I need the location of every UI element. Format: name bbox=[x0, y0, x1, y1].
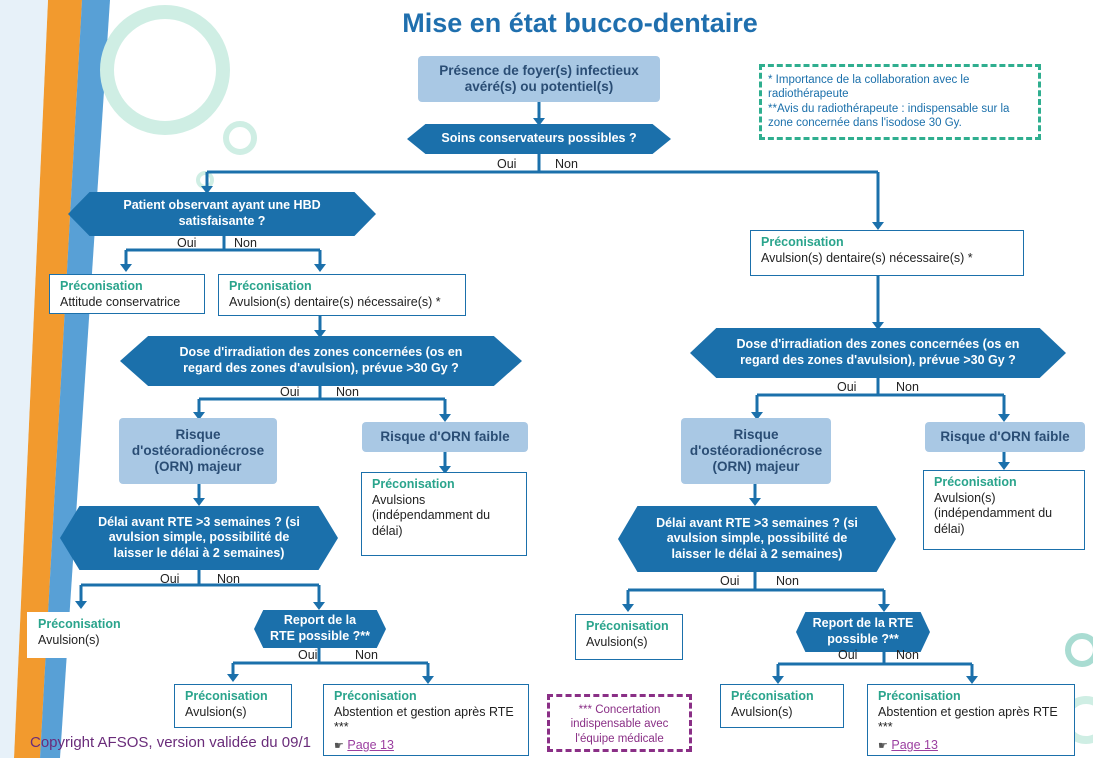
preco-text: Avulsions (indépendamment du délai) bbox=[372, 492, 491, 538]
decision-dose-label: Dose d'irradiation des zones concernées … bbox=[736, 337, 1020, 367]
preco-avulsions-right: Préconisation Avulsion(s) dentaire(s) né… bbox=[750, 230, 1024, 276]
preco-text: Avulsion(s) bbox=[586, 634, 648, 649]
decision-report-right: Report de la RTE possible ?** bbox=[796, 612, 930, 652]
preco-avulsions-independantes-right: Préconisation Avulsion(s) (indépendammen… bbox=[923, 470, 1085, 550]
non-label: Non bbox=[896, 380, 919, 394]
decision-soins-label: Soins conservateurs possibles ? bbox=[441, 131, 637, 146]
preco-heading: Préconisation bbox=[878, 689, 961, 703]
page-link-row: ☛ Page 13 bbox=[878, 738, 1064, 754]
preco-text: Attitude conservatrice bbox=[60, 294, 181, 309]
preco-heading: Préconisation bbox=[934, 475, 1017, 489]
preco-attitude-conservatrice: Préconisation Attitude conservatrice bbox=[49, 274, 205, 314]
page-13-link[interactable]: Page 13 bbox=[891, 737, 938, 752]
page-link-row: ☛ Page 13 bbox=[334, 738, 518, 754]
decision-patient-label: Patient observant ayant une HBD satisfai… bbox=[123, 198, 321, 228]
decision-soins-conservateurs: Soins conservateurs possibles ? bbox=[407, 124, 671, 154]
preco-heading: Préconisation bbox=[586, 619, 669, 633]
preco-avulsion-report-left: Préconisation Avulsion(s) bbox=[174, 684, 292, 728]
preco-text: Avulsion(s) (indépendamment du délai) bbox=[934, 490, 1053, 536]
decision-delai-left: Délai avant RTE >3 semaines ? (si avulsi… bbox=[60, 506, 338, 570]
oui-label: Oui bbox=[837, 380, 857, 394]
preco-avulsions-independantes-left: Préconisation Avulsions (indépendamment … bbox=[361, 472, 527, 556]
oui-label: Oui bbox=[160, 572, 180, 586]
page-13-link[interactable]: Page 13 bbox=[347, 737, 394, 752]
decision-dose-label: Dose d'irradiation des zones concernées … bbox=[179, 345, 463, 375]
circle-decor bbox=[223, 121, 257, 155]
decision-delai-right: Délai avant RTE >3 semaines ? (si avulsi… bbox=[618, 506, 896, 572]
decision-patient-hbd: Patient observant ayant une HBD satisfai… bbox=[68, 192, 376, 236]
hand-pointing-icon: ☛ bbox=[334, 739, 344, 752]
risque-majeur-right: Risque d'ostéoradionécrose (ORN) majeur bbox=[681, 418, 831, 484]
note-concertation: *** Concertation indispensable avec l'éq… bbox=[547, 694, 692, 752]
note-collab-line2: **Avis du radiothérapeute : indispensabl… bbox=[768, 102, 1010, 130]
copyright-text: Copyright AFSOS, version validée du 09/1 bbox=[30, 734, 311, 751]
arrowheads bbox=[75, 118, 1010, 684]
light-band-decor bbox=[0, 0, 48, 758]
preco-text: Avulsion(s) bbox=[731, 704, 793, 719]
circle-decor bbox=[100, 5, 230, 135]
non-label: Non bbox=[217, 572, 240, 586]
preco-heading: Préconisation bbox=[761, 235, 844, 249]
note-collaboration: * Importance de la collaboration avec le… bbox=[759, 64, 1041, 140]
non-label: Non bbox=[234, 236, 257, 250]
preco-text: Avulsion(s) bbox=[38, 632, 100, 647]
risque-majeur-left: Risque d'ostéoradionécrose (ORN) majeur bbox=[119, 418, 277, 484]
non-label: Non bbox=[776, 574, 799, 588]
preco-heading: Préconisation bbox=[334, 689, 417, 703]
preco-abstention-right: Préconisation Abstention et gestion aprè… bbox=[867, 684, 1075, 756]
preco-avulsion-report-right: Préconisation Avulsion(s) bbox=[720, 684, 844, 728]
preco-heading: Préconisation bbox=[372, 477, 455, 491]
oui-label: Oui bbox=[298, 648, 318, 662]
oui-label: Oui bbox=[838, 648, 858, 662]
decision-dose-right: Dose d'irradiation des zones concernées … bbox=[690, 328, 1066, 378]
blue-band-decor bbox=[40, 0, 110, 758]
non-label: Non bbox=[336, 385, 359, 399]
preco-heading: Préconisation bbox=[38, 617, 121, 631]
oui-label: Oui bbox=[497, 157, 517, 171]
oui-label: Oui bbox=[720, 574, 740, 588]
preco-text: Avulsion(s) dentaire(s) nécessaire(s) * bbox=[761, 250, 973, 265]
preco-avulsions-left: Préconisation Avulsion(s) dentaire(s) né… bbox=[218, 274, 466, 316]
decision-delai-label: Délai avant RTE >3 semaines ? (si avulsi… bbox=[98, 514, 300, 560]
connector-lines bbox=[79, 100, 1006, 680]
decision-delai-label: Délai avant RTE >3 semaines ? (si avulsi… bbox=[656, 515, 858, 561]
oui-label: Oui bbox=[177, 236, 197, 250]
preco-text: Abstention et gestion après RTE *** bbox=[334, 704, 514, 735]
preco-text: Avulsion(s) bbox=[185, 704, 247, 719]
start-box: Présence de foyer(s) infectieux avéré(s)… bbox=[418, 56, 660, 102]
decision-dose-left: Dose d'irradiation des zones concernées … bbox=[120, 336, 522, 386]
preco-abstention-left: Préconisation Abstention et gestion aprè… bbox=[323, 684, 529, 756]
decision-report-label: Report de la RTE possible ?** bbox=[269, 613, 371, 643]
non-label: Non bbox=[555, 157, 578, 171]
hand-pointing-icon: ☛ bbox=[878, 739, 888, 752]
circle-decor bbox=[196, 171, 214, 189]
preco-heading: Préconisation bbox=[60, 279, 143, 293]
preco-text: Avulsion(s) dentaire(s) nécessaire(s) * bbox=[229, 294, 441, 309]
oui-label: Oui bbox=[280, 385, 300, 399]
preco-avulsion-oui-right: Préconisation Avulsion(s) bbox=[575, 614, 683, 660]
preco-avulsion-oui-left: Préconisation Avulsion(s) bbox=[27, 612, 133, 658]
circle-decor bbox=[1065, 633, 1093, 667]
non-label: Non bbox=[896, 648, 919, 662]
preco-text: Abstention et gestion après RTE *** bbox=[878, 704, 1058, 735]
decision-report-label: Report de la RTE possible ?** bbox=[812, 616, 914, 646]
risque-faible-left: Risque d'ORN faible bbox=[362, 422, 528, 452]
preco-heading: Préconisation bbox=[229, 279, 312, 293]
orange-band-decor bbox=[14, 0, 82, 758]
non-label: Non bbox=[355, 648, 378, 662]
page-title: Mise en état bucco-dentaire bbox=[402, 8, 758, 38]
note-collab-line1: * Importance de la collaboration avec le… bbox=[768, 74, 970, 101]
decision-report-left: Report de la RTE possible ?** bbox=[254, 610, 386, 648]
risque-faible-right: Risque d'ORN faible bbox=[925, 422, 1085, 452]
preco-heading: Préconisation bbox=[185, 689, 268, 703]
preco-heading: Préconisation bbox=[731, 689, 814, 703]
